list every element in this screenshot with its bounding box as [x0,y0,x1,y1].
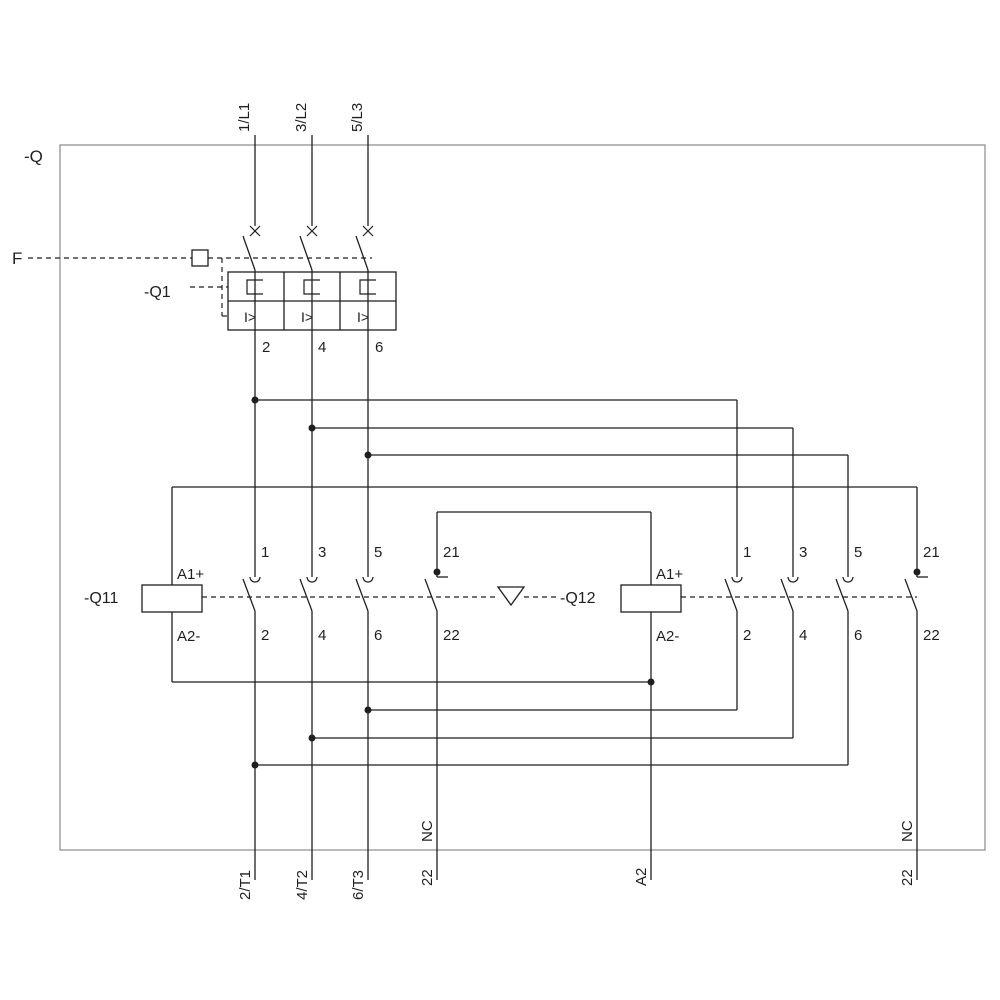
thermal-overload-icon [246,279,263,295]
contact-hook-icon [731,576,743,583]
q11-terminal: 3 [318,544,326,561]
enclosure-border [59,144,986,851]
supply-terminal-labels: 1/L1 3/L2 5/L3 [236,103,366,132]
aux-terminal-nc-right: NC [899,820,916,842]
fault-line-label: F [12,249,22,268]
x-mark [249,225,261,237]
q11-aux-nc-contact [424,576,448,612]
q12-terminal: 4 [799,627,807,644]
junction-dot [251,761,259,769]
q12-terminal: 2 [743,627,751,644]
contact-blade [355,578,369,612]
q11-terminal: 22 [443,627,460,644]
q12-terminal: 3 [799,544,807,561]
q12-main-contacts [724,576,854,612]
thermal-overload-icon [359,279,376,295]
q12-coil-a1-label: A1+ [656,566,683,583]
contact-hook-icon [306,576,318,583]
q11-terminal: 5 [374,544,382,561]
blade [355,235,369,271]
fault-trip-line: F [12,249,372,268]
coil-return-terminal-a2: A2 [633,868,650,886]
contact-blade [835,578,849,612]
q11-coil-a2-label: A2- [177,628,200,645]
aux-terminal-22-left: 22 [419,869,436,886]
contact-hook-icon [362,576,374,583]
q12-coil-a2-label: A2- [656,628,679,645]
mechanical-interlock [202,586,917,607]
contact-blade [242,578,256,612]
q11-main-contacts [242,576,374,612]
contactor-q11: -Q11 A1+ A2- 1 3 5 21 2 4 6 22 [84,544,460,645]
q12-coil [620,584,682,613]
contact-hook-icon [249,576,261,583]
breaker-contact-x-icons [249,225,374,237]
q12-terminal: 5 [854,544,862,561]
contact-hook-icon [842,576,854,583]
junction-dot [364,706,372,714]
junction-dots [251,396,921,769]
junction-dot [251,396,259,404]
contact-blade [424,578,438,612]
contactor-q11-ref-label: -Q11 [84,590,118,607]
overcurrent-symbol: I> [357,309,369,325]
contactor-q12-ref-label: -Q12 [560,590,596,607]
supply-terminal-label-l2: 3/L2 [293,103,310,132]
contact-hook-icon [787,576,799,583]
interlock-triangle-icon [496,586,526,607]
breaker-ref-label: -Q1 [144,284,171,301]
junction-dot [647,678,655,686]
enclosure: -Q [24,144,986,851]
junction-dot [913,568,921,576]
supply-terminal-label-l1: 1/L1 [236,103,253,132]
blade [242,235,256,271]
contact-blade [904,578,918,612]
breaker-out-terminal: 2 [262,339,270,356]
contact-blade [724,578,738,612]
load-terminal-label-t2: 4/T2 [294,870,311,900]
contact-blade [780,578,794,612]
breaker-blades [242,235,369,271]
q12-terminal: 1 [743,544,751,561]
aux-terminal-nc-left: NC [419,820,436,842]
bottom-terminal-labels: 2/T1 4/T2 6/T3 22 NC A2 22 NC [237,820,916,900]
trip-unit-box: I> I> I> [227,271,397,331]
thermal-overload-icon [303,279,320,295]
junction-dot [308,424,316,432]
junction-dot [364,451,372,459]
breaker-out-terminal: 4 [318,339,326,356]
x-mark [362,225,374,237]
power-wires [254,135,849,880]
overcurrent-symbol: I> [244,309,256,325]
load-terminal-label-t1: 2/T1 [237,870,254,900]
junction-dot [433,568,441,576]
q11-coil-a1-label: A1+ [177,566,204,583]
junction-dot [308,734,316,742]
overcurrent-symbol: I> [301,309,313,325]
q12-terminal: 6 [854,627,862,644]
supply-terminal-label-l3: 5/L3 [349,103,366,132]
contact-blade [299,578,313,612]
q11-terminal: 2 [261,627,269,644]
q11-coil [141,584,203,613]
q11-terminal: 6 [374,627,382,644]
aux-terminal-22-right: 22 [899,869,916,886]
q11-terminal: 4 [318,627,326,644]
breaker-q1: -Q1 I> I> I> [144,225,397,356]
x-mark [306,225,318,237]
q11-terminal: 1 [261,544,269,561]
enclosure-ref-label: -Q [24,147,43,166]
q12-terminal: 21 [923,544,940,561]
q11-terminal: 21 [443,544,460,561]
load-terminal-label-t3: 6/T3 [350,870,367,900]
trip-operator-icon [191,249,209,267]
breaker-trip-links [190,258,228,317]
q12-terminal: 22 [923,627,940,644]
contactor-q12: -Q12 A1+ A2- 1 3 5 21 2 4 6 22 [560,544,940,645]
breaker-out-terminal: 6 [375,339,383,356]
blade [299,235,313,271]
q12-aux-nc-contact [904,576,928,612]
control-wires [171,486,918,880]
